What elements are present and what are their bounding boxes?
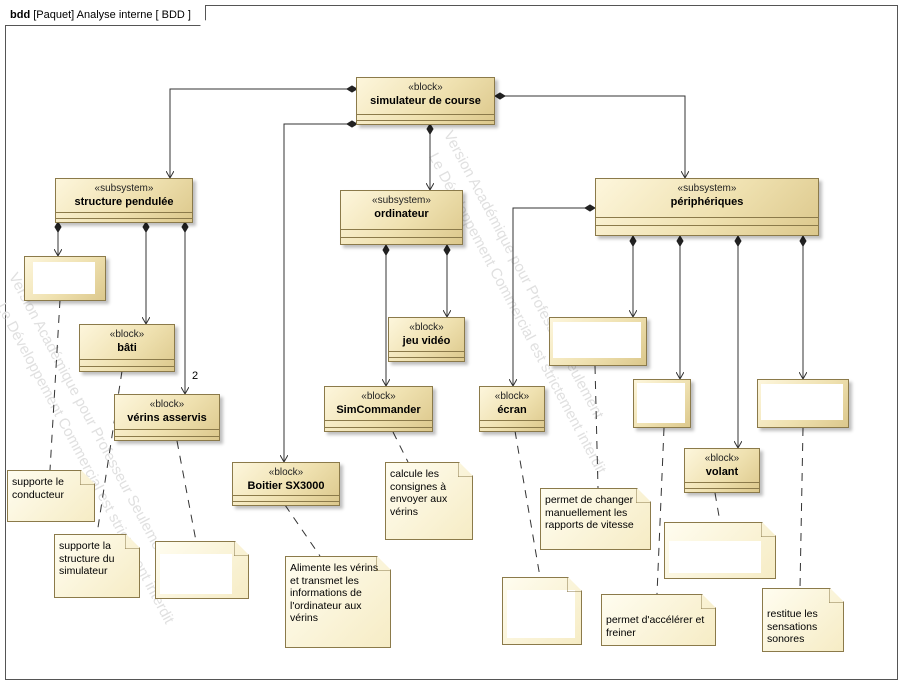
block-stereotype: «block» — [408, 82, 443, 93]
multiplicity-verins: 2 — [192, 370, 199, 382]
block-stereotype: «block» — [109, 329, 145, 340]
block-stereotype: «subsystem» — [94, 183, 154, 194]
diagram-title: [Paquet] Analyse interne [ BDD ] — [33, 9, 191, 21]
note-calcule-consignes[interactable]: calcule les consignes à envoyer aux véri… — [385, 462, 473, 540]
block-stereotype: «subsystem» — [677, 183, 737, 194]
block-stereotype: «block» — [268, 467, 304, 478]
note-text: restitue les sensations sonores — [767, 608, 818, 645]
note-supporte-conducteur[interactable]: supporte le conducteur — [7, 470, 95, 522]
block-stereotype: «block» — [704, 453, 740, 464]
block-name: simulateur de course — [370, 95, 481, 107]
composition-simulateur-structure — [170, 89, 357, 178]
composition-simulateur-peripheriques — [495, 96, 685, 178]
anchor-hidden-rapports — [594, 365, 599, 489]
note-text: permet d'accélérer et freiner — [606, 614, 705, 639]
block-stereotype: «block» — [494, 391, 530, 402]
block-volant[interactable]: «block» volant — [684, 448, 760, 493]
anchor-bati-structure — [96, 370, 123, 535]
block-ecran[interactable]: «block» écran — [479, 386, 545, 432]
block-stereotype: «block» — [409, 322, 444, 333]
note-accelerer-freiner[interactable]: permet d'accélérer et freiner — [601, 594, 716, 646]
block-name: Boitier SX3000 — [247, 480, 325, 492]
composition-simulateur-boitier — [284, 124, 357, 462]
note-text: Alimente les vérins et transmet les info… — [290, 562, 379, 624]
note-text: calcule les consignes à envoyer aux véri… — [390, 468, 448, 518]
note-text: supporte le conducteur — [12, 476, 64, 501]
block-hidden-peripheral-a[interactable] — [549, 317, 647, 366]
composition-peripheriques-ecran — [513, 208, 595, 386]
anchor-hidden-conducteur — [49, 299, 61, 471]
anchor-hidden-accelerer — [656, 427, 665, 595]
diagram-frame-tab: bdd [Paquet] Analyse interne [ BDD ] — [5, 5, 206, 26]
block-jeu-video[interactable]: «block» jeu vidéo — [388, 317, 465, 362]
anchor-volant-hiddennote — [714, 492, 721, 523]
block-name: périphériques — [670, 196, 744, 208]
block-hidden-peripheral-c[interactable] — [757, 379, 849, 428]
note-rapports-vitesse[interactable]: permet de changer manuellement les rappo… — [540, 488, 651, 550]
anchor-hidden-sonores — [799, 427, 804, 589]
block-peripheriques[interactable]: «subsystem» périphériques — [595, 178, 819, 236]
block-stereotype: «subsystem» — [372, 195, 431, 206]
anchor-ecran-hiddennote — [514, 430, 541, 578]
note-supporte-structure[interactable]: supporte la structure du simulateur — [54, 534, 140, 598]
note-alimente-verins[interactable]: Alimente les vérins et transmet les info… — [285, 556, 391, 648]
note-text: permet de changer manuellement les rappo… — [545, 494, 634, 531]
diagram-kind: bdd — [10, 9, 31, 21]
note-hidden-verins[interactable] — [155, 541, 249, 599]
note-hidden-ecran[interactable] — [502, 577, 582, 645]
block-name: écran — [497, 404, 527, 416]
block-hidden-peripheral-b[interactable] — [633, 379, 691, 428]
block-boitier-sx3000[interactable]: «block» Boitier SX3000 — [232, 462, 340, 506]
block-name: structure pendulée — [74, 196, 174, 208]
block-stereotype: «block» — [361, 391, 396, 402]
block-simulateur[interactable]: «block» simulateur de course — [356, 77, 495, 125]
block-name: SimCommander — [336, 404, 421, 416]
anchor-boitier-alimente — [284, 504, 321, 557]
block-name: ordinateur — [374, 208, 429, 220]
note-sensations-sonores[interactable]: restitue les sensations sonores — [762, 588, 844, 652]
block-name: vérins asservis — [127, 412, 207, 424]
block-hidden-structure-part[interactable] — [24, 256, 106, 301]
note-hidden-volant[interactable] — [664, 522, 776, 579]
anchor-simcommander-consignes — [392, 431, 409, 463]
note-text: supporte la structure du simulateur — [59, 540, 115, 577]
block-simcommander[interactable]: «block» SimCommander — [324, 386, 433, 432]
block-structure-pendulee[interactable]: «subsystem» structure pendulée — [55, 178, 193, 223]
block-name: volant — [705, 466, 739, 478]
block-name: bâti — [117, 342, 137, 354]
anchor-verins-hiddennote — [176, 440, 197, 542]
block-verins-asservis[interactable]: «block» vérins asservis — [114, 394, 220, 441]
block-name: jeu vidéo — [402, 335, 451, 347]
block-ordinateur[interactable]: «subsystem» ordinateur — [340, 190, 463, 245]
block-stereotype: «block» — [149, 399, 185, 410]
block-bati[interactable]: «block» bâti — [79, 324, 175, 372]
